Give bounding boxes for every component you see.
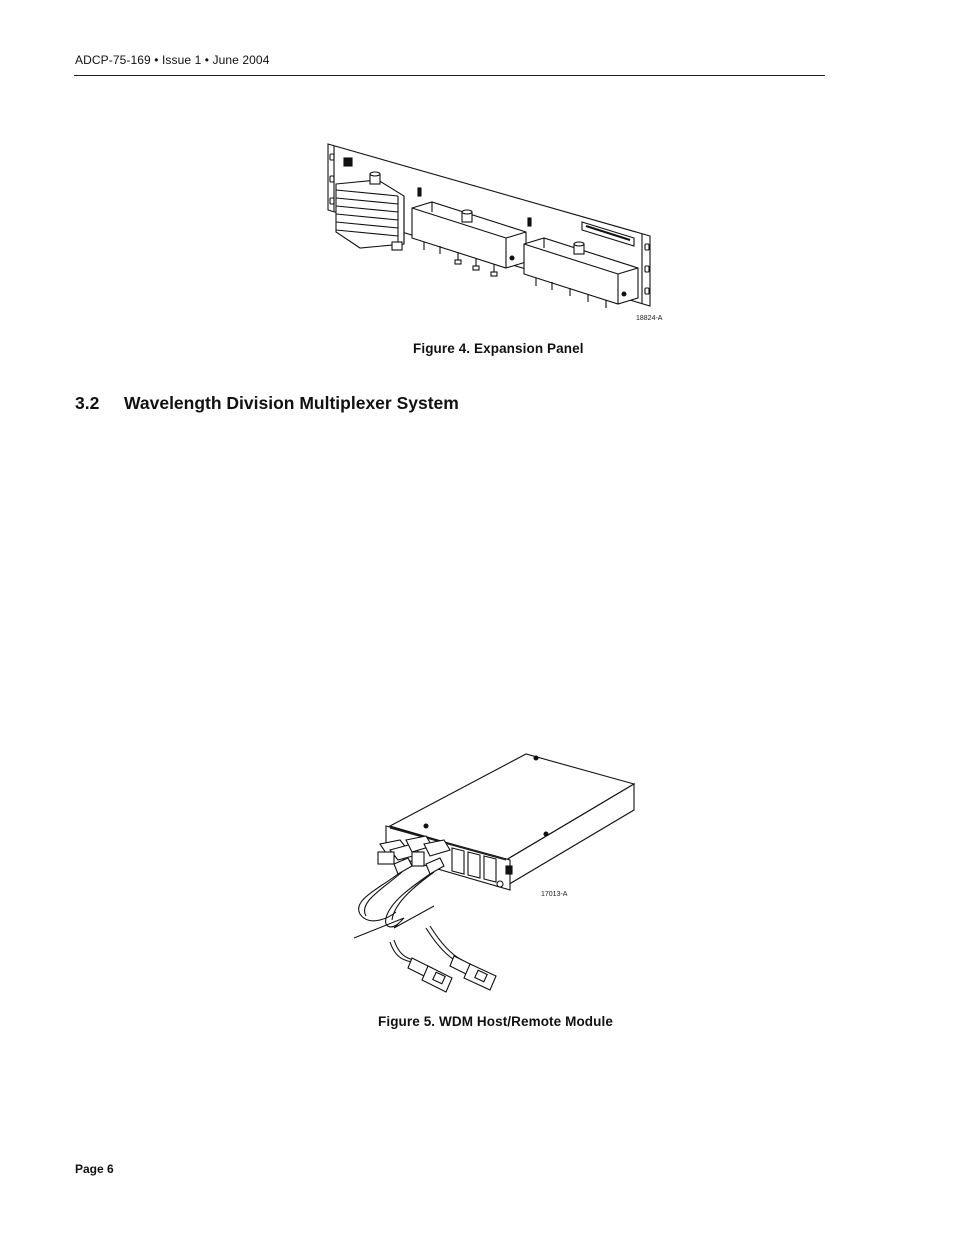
running-header: ADCP-75-169 • Issue 1 • June 2004	[75, 53, 270, 67]
header-rule	[74, 75, 825, 76]
page-number: Page 6	[75, 1162, 114, 1176]
section-number: 3.2	[75, 393, 100, 413]
figure-4-art-code: 18824-A	[636, 315, 663, 322]
figure-4-expansion-panel-illustration: 18824-A	[320, 140, 670, 330]
section-heading: 3.2 Wavelength Division Multiplexer Syst…	[75, 393, 459, 414]
figure-4-caption: Figure 4. Expansion Panel	[413, 341, 584, 356]
figure-5-wdm-module-illustration: 17013-A	[350, 748, 640, 1000]
figure-5-art-code: 17013-A	[541, 891, 568, 898]
section-title: Wavelength Division Multiplexer System	[124, 393, 459, 413]
figure-5-caption: Figure 5. WDM Host/Remote Module	[378, 1014, 613, 1029]
